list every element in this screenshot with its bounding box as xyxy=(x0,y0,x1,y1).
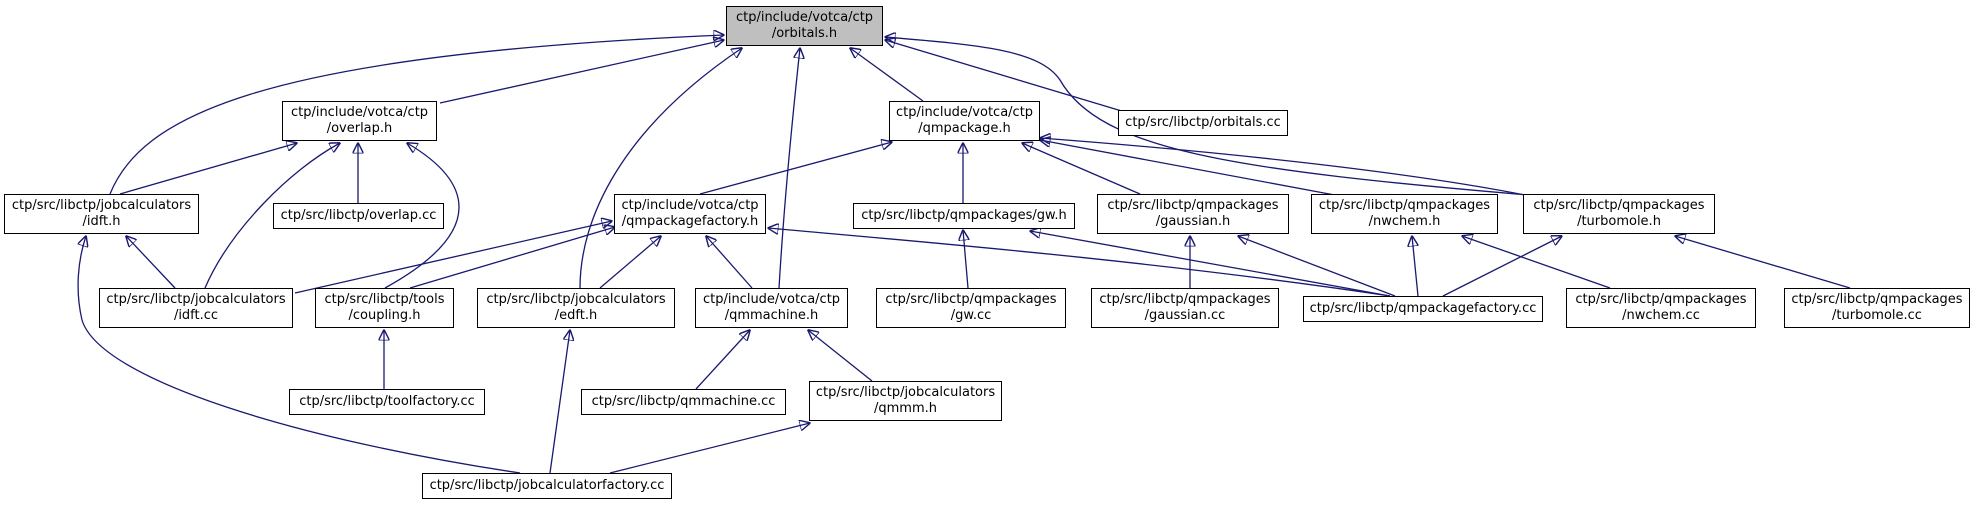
node-gaussian-cc[interactable]: ctp/src/libctp/qmpackages/gaussian.cc xyxy=(1091,288,1279,328)
edge-qmpackagefactory-h-to-qmpackage-h xyxy=(699,142,892,195)
edge-nwchem-h-to-qmpackage-h xyxy=(1040,140,1341,197)
node-label-line: ctp/src/libctp/qmpackages xyxy=(885,292,1057,307)
node-label-line: ctp/include/votca/ctp xyxy=(290,105,429,120)
node-label-line: /nwchem.cc xyxy=(1622,308,1700,323)
node-coupling-h[interactable]: ctp/src/libctp/tools/coupling.h xyxy=(315,288,454,328)
node-label-line: ctp/src/libctp/toolfactory.cc xyxy=(299,394,475,409)
node-nwchem-h[interactable]: ctp/src/libctp/qmpackages/nwchem.h xyxy=(1311,194,1498,234)
node-label-line: ctp/src/libctp/jobcalculators xyxy=(106,292,286,307)
node-label-line: /gw.cc xyxy=(950,308,992,323)
node-label-line: ctp/src/libctp/qmpackagefactory.cc xyxy=(1309,301,1537,316)
edge-gw-cc-to-gw-h xyxy=(963,230,968,289)
node-label-line: ctp/src/libctp/jobcalculators xyxy=(486,292,666,307)
edge-idft-h-to-orbitals-h xyxy=(109,35,724,195)
node-label-line: ctp/src/libctp/qmpackages xyxy=(1107,198,1279,213)
node-label-line: ctp/src/libctp/qmpackages xyxy=(1318,198,1491,213)
edge-qmpackagefactory-cc-to-gaussian-h xyxy=(1238,236,1396,297)
edge-qmpackagefactory-cc-to-nwchem-h xyxy=(1412,236,1419,297)
node-label-line: /qmpackagefactory.h xyxy=(621,214,759,229)
node-label-line: /qmmachine.h xyxy=(724,308,819,323)
edge-idft-cc-to-idft-h xyxy=(126,236,176,289)
edge-orbitals-cc-to-orbitals-h xyxy=(885,40,1126,113)
node-label-line: ctp/include/votca/ctp xyxy=(621,198,759,213)
node-label-line: ctp/src/libctp/jobcalculators xyxy=(11,198,192,213)
node-label-line: /gaussian.h xyxy=(1155,214,1231,229)
node-gw-cc[interactable]: ctp/src/libctp/qmpackages/gw.cc xyxy=(876,288,1066,328)
edge-nwchem-cc-to-nwchem-h xyxy=(1462,236,1611,289)
edge-qmmm-h-to-qmmachine-h xyxy=(808,330,873,382)
node-qmpackagefactory-h[interactable]: ctp/include/votca/ctp/qmpackagefactory.h xyxy=(614,194,766,234)
node-turbomole-cc[interactable]: ctp/src/libctp/qmpackages/turbomole.cc xyxy=(1784,288,1970,328)
edge-qmmachine-cc-to-qmmachine-h xyxy=(695,330,750,390)
node-label-line: ctp/src/libctp/overlap.cc xyxy=(280,208,437,223)
node-orbitals-h: ctp/include/votca/ctp/orbitals.h xyxy=(726,6,883,46)
edge-edft-h-to-orbitals-h xyxy=(579,48,742,289)
node-label-line: /overlap.h xyxy=(326,121,393,136)
edge-qmpackagefactory-cc-to-gw-h xyxy=(1030,231,1391,297)
edge-gaussian-h-to-qmpackage-h xyxy=(1022,143,1141,195)
edge-idft-cc-to-qmpackagefactory-h xyxy=(294,221,612,294)
edge-qmpackagefactory-cc-to-turbomole-h xyxy=(1442,236,1562,297)
node-label-line: /qmpackage.h xyxy=(918,121,1011,136)
node-label-line: /turbomole.cc xyxy=(1832,308,1922,323)
node-gw-h[interactable]: ctp/src/libctp/qmpackages/gw.h xyxy=(853,203,1075,229)
node-label-line: ctp/src/libctp/qmpackages/gw.h xyxy=(861,208,1067,223)
node-label-line: ctp/src/libctp/jobcalculatorfactory.cc xyxy=(429,478,665,493)
node-nwchem-cc[interactable]: ctp/src/libctp/qmpackages/nwchem.cc xyxy=(1566,288,1756,328)
node-overlap-cc[interactable]: ctp/src/libctp/overlap.cc xyxy=(273,203,444,229)
node-qmmachine-cc[interactable]: ctp/src/libctp/qmmachine.cc xyxy=(581,389,786,415)
edge-idft-h-to-overlap-h xyxy=(119,143,297,195)
node-label-line: /turbomole.h xyxy=(1577,214,1661,229)
node-label-line: ctp/src/libctp/tools xyxy=(324,292,445,307)
node-qmpackage-h[interactable]: ctp/include/votca/ctp/qmpackage.h xyxy=(889,101,1040,141)
node-turbomole-h[interactable]: ctp/src/libctp/qmpackages/turbomole.h xyxy=(1523,194,1715,234)
node-label-line: ctp/src/libctp/qmpackages xyxy=(1099,292,1271,307)
node-label-line: ctp/src/libctp/jobcalculators xyxy=(815,385,996,400)
edge-turbomole-h-to-qmpackage-h xyxy=(1040,138,1531,197)
edge-qmpackage-h-to-orbitals-h xyxy=(850,48,924,102)
node-label-line: ctp/src/libctp/qmpackages xyxy=(1791,292,1963,307)
node-label-line: ctp/src/libctp/qmmachine.cc xyxy=(591,394,776,409)
edge-overlap-h-to-orbitals-h xyxy=(439,40,724,104)
edge-edft-h-to-qmpackagefactory-h xyxy=(599,236,661,289)
node-toolfactory-cc[interactable]: ctp/src/libctp/toolfactory.cc xyxy=(289,389,485,415)
node-label-line: /coupling.h xyxy=(348,308,421,323)
node-label-line: /orbitals.h xyxy=(771,26,838,41)
node-jobcalculatorfactory-cc[interactable]: ctp/src/libctp/jobcalculatorfactory.cc xyxy=(422,473,672,499)
edge-idft-cc-to-overlap-h xyxy=(204,143,340,289)
node-label-line: ctp/src/libctp/orbitals.cc xyxy=(1125,115,1281,130)
node-orbitals-cc[interactable]: ctp/src/libctp/orbitals.cc xyxy=(1118,110,1288,136)
node-idft-cc[interactable]: ctp/src/libctp/jobcalculators/idft.cc xyxy=(99,288,293,328)
node-idft-h[interactable]: ctp/src/libctp/jobcalculators/idft.h xyxy=(4,194,199,234)
node-gaussian-h[interactable]: ctp/src/libctp/qmpackages/gaussian.h xyxy=(1097,194,1289,234)
node-label-line: ctp/include/votca/ctp xyxy=(735,10,874,25)
edge-jobcalculatorfactory-cc-to-idft-h xyxy=(77,236,521,474)
edge-qmmachine-h-to-qmpackagefactory-h xyxy=(706,236,753,289)
node-label-line: ctp/include/votca/ctp xyxy=(895,105,1034,120)
edge-qmpackagefactory-cc-to-qmpackagefactory-h xyxy=(768,228,1391,297)
edge-coupling-h-to-qmpackagefactory-h xyxy=(409,227,615,289)
edge-jobcalculatorfactory-cc-to-edft-h xyxy=(549,330,570,474)
node-label-line: ctp/src/libctp/qmpackages xyxy=(1575,292,1747,307)
node-qmmm-h[interactable]: ctp/src/libctp/jobcalculators/qmmm.h xyxy=(809,381,1002,421)
node-label-line: ctp/include/votca/ctp xyxy=(702,292,841,307)
node-qmmachine-h[interactable]: ctp/include/votca/ctp/qmmachine.h xyxy=(695,288,848,328)
node-label-line: /nwchem.h xyxy=(1368,214,1441,229)
edge-coupling-h-to-overlap-h xyxy=(384,143,460,289)
node-label-line: /qmmm.h xyxy=(874,401,937,416)
node-label-line: /idft.cc xyxy=(173,308,219,323)
node-label-line: /edft.h xyxy=(554,308,598,323)
edge-turbomole-cc-to-turbomole-h xyxy=(1675,236,1851,289)
node-label-line: /idft.h xyxy=(82,214,121,229)
edge-jobcalculatorfactory-cc-to-qmmm-h xyxy=(609,423,810,474)
edge-qmmachine-h-to-orbitals-h xyxy=(778,48,800,289)
node-label-line: ctp/src/libctp/qmpackages xyxy=(1533,198,1705,213)
node-edft-h[interactable]: ctp/src/libctp/jobcalculators/edft.h xyxy=(477,288,675,328)
node-overlap-h[interactable]: ctp/include/votca/ctp/overlap.h xyxy=(282,101,437,141)
node-label-line: /gaussian.cc xyxy=(1144,308,1226,323)
node-qmpackagefactory-cc[interactable]: ctp/src/libctp/qmpackagefactory.cc xyxy=(1303,296,1543,322)
edge-turbomole-h-to-orbitals-h xyxy=(885,37,1541,197)
